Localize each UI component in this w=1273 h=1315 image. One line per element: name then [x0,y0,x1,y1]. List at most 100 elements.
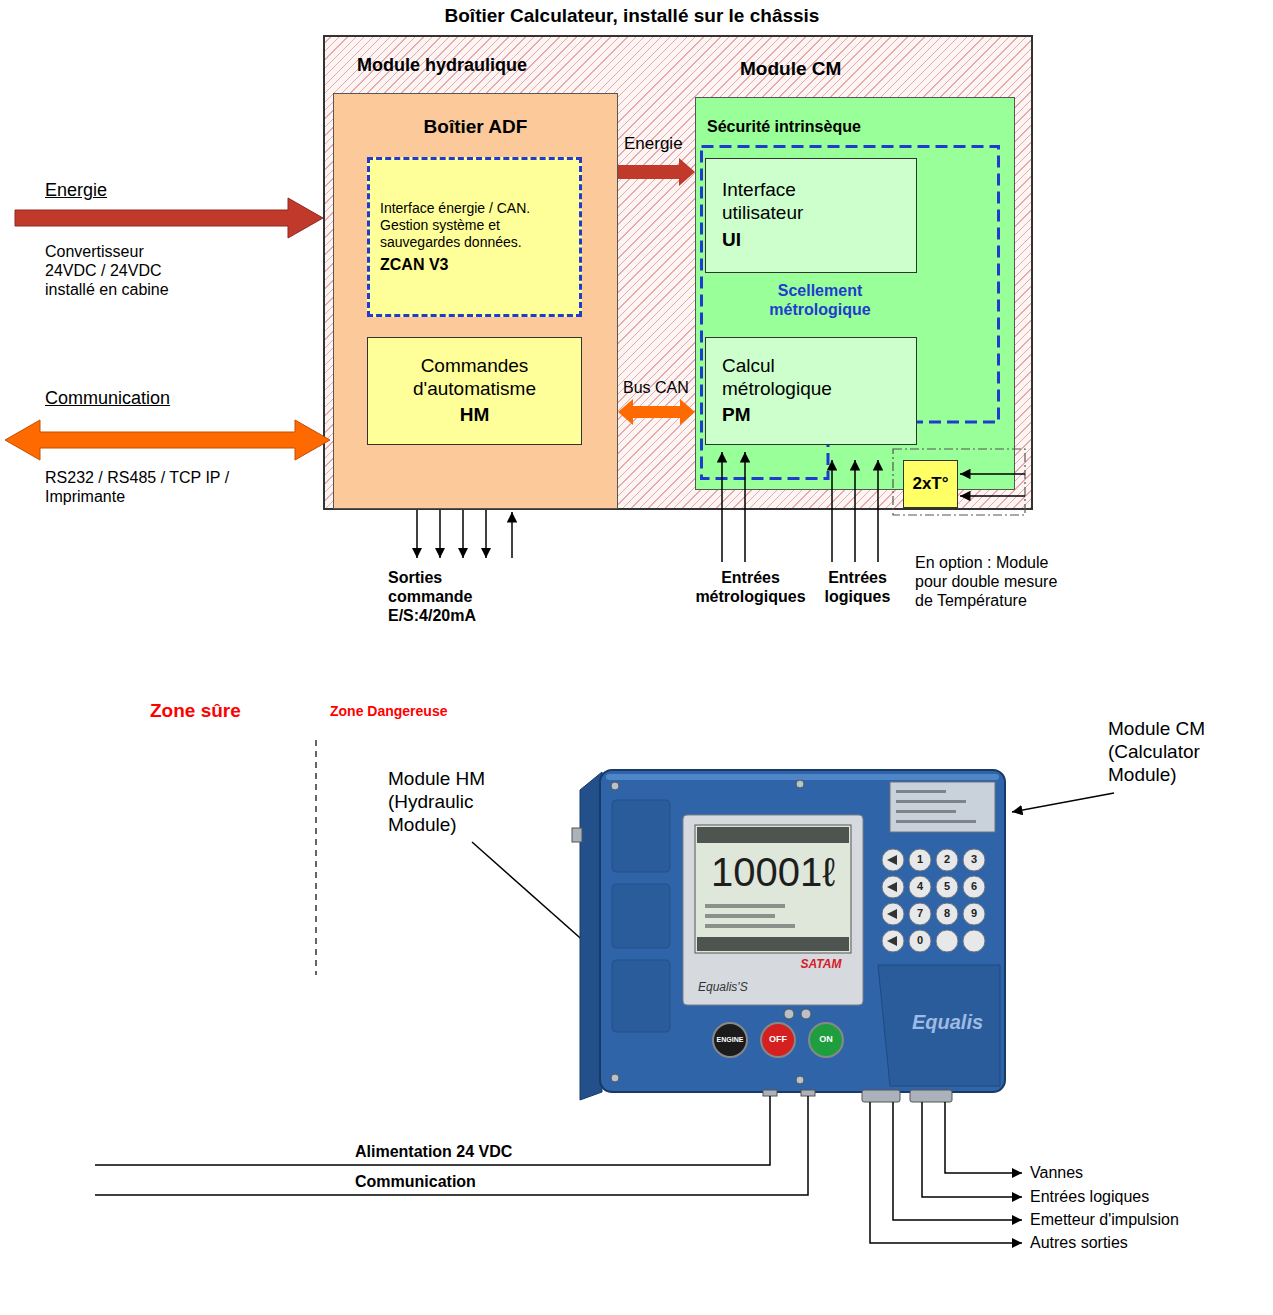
leader-line [472,842,596,952]
seal-outline: Interface utilisateurUI Calcul métrologiq… [700,145,1000,480]
key [909,930,931,952]
screw [796,1076,804,1084]
cable-gland [763,1090,777,1096]
key [882,903,904,925]
key [936,930,958,952]
plate-line [896,810,956,813]
module-box: Interface énergie / CAN. Gestion système… [333,93,618,509]
diagram-title: Boîtier Calculateur, installé sur le châ… [277,5,987,28]
edge-label: Energie [624,134,683,154]
input-note: Convertisseur 24VDC / 24VDC installé en … [45,242,195,300]
input-arrow [831,460,833,562]
keypad [882,849,985,952]
display-header [697,827,849,843]
output-wire [922,1102,1022,1197]
io-label: Sorties commande E/S:4/20mA [388,568,510,626]
sensor-arrow [960,495,1025,497]
process-box: Interface utilisateurUI [705,158,917,273]
output-arrow [439,510,441,558]
screw [986,1074,994,1082]
output-wire [893,1102,1022,1220]
power-arrow [618,165,679,179]
enclosure-panel [612,960,670,1032]
terminal-cover [878,965,1000,1086]
cable-gland [801,1090,815,1096]
zone-separator [315,740,317,975]
screw [611,782,619,790]
enclosure-panel [612,800,670,872]
key-label: 7 [910,907,930,920]
key-label: 1 [910,853,930,866]
indicator-knob [801,1009,811,1019]
cable-gland [910,1090,952,1102]
io-label: Entrées logiques [815,568,900,606]
input-arrow [854,460,856,562]
screw [611,1074,619,1082]
display-screen [695,825,851,953]
wire-label: Alimentation 24 VDC [355,1142,512,1161]
enclosure-front [600,770,1005,1092]
box-label: HM [460,404,490,427]
box-text: Commandes d'automatisme [378,355,571,401]
side-fitting [572,828,582,842]
option-outline [893,449,1025,515]
key [963,903,985,925]
key [882,849,904,871]
key-arrow [887,855,897,865]
callout-label: Module CM (Calculator Module) [1108,718,1238,786]
key [882,930,904,952]
output-label: Vannes [1030,1163,1083,1182]
input-note: RS232 / RS485 / TCP IP / Imprimante [45,468,270,506]
process-box: Commandes d'automatismeHM [367,337,582,445]
key-label: 8 [937,907,957,920]
off-button [761,1023,795,1057]
button-label: OFF [761,1034,795,1045]
key-label: 3 [964,853,984,866]
edge-label: Bus CAN [623,378,689,397]
plate-line [896,790,946,793]
box-heading: Boîtier ADF [334,116,617,139]
enclosure-box: Interface énergie / CAN. Gestion système… [323,35,1033,510]
seal-outline-line [702,147,999,479]
input-label: Energie [45,180,107,202]
plate-line [896,800,966,803]
box-label: 2xT° [912,474,948,494]
display-bezel [683,815,863,1005]
screw [796,780,804,788]
io-label: Entrées métrologiques [688,568,813,606]
output-label: Autres sorties [1030,1233,1128,1252]
box-label: PM [722,404,751,427]
cable-gland [862,1090,900,1102]
sensor-box: 2xT° [903,460,958,508]
screw [986,782,994,790]
key [936,849,958,871]
communication-wire [95,1096,808,1195]
brand-logo: SATAM [783,957,859,971]
key [936,903,958,925]
key [936,876,958,898]
key-label: 2 [937,853,957,866]
module-heading: Module CM [740,58,841,81]
key-arrow [887,936,897,946]
process-box: Calcul métrologiquePM [705,337,917,445]
key [963,849,985,871]
seal-label: Scellement métrologique [745,281,895,319]
box-label: UI [722,229,741,252]
embossed-logo: Equalis [900,1010,995,1034]
wire-label: Communication [355,1172,476,1191]
key-label: 4 [910,880,930,893]
key-arrow [887,909,897,919]
key-label: 9 [964,907,984,920]
callout-label: Module HM (Hydraulic Module) [388,768,503,836]
box-text: Calcul métrologique [722,355,872,401]
input-arrow [721,452,723,562]
box-text: Interface utilisateur [722,179,872,225]
button-label: ENGINE [713,1036,747,1044]
output-arrow [416,510,418,558]
sensor-arrow [960,473,1025,475]
input-arrow [744,452,746,562]
model-name: Equalis'S [698,980,748,994]
